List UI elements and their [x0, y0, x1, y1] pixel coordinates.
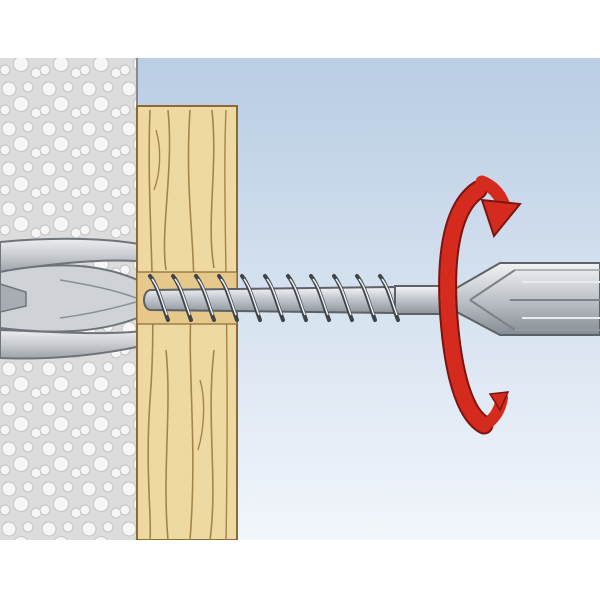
thread-highlight	[151, 278, 168, 316]
thread-highlight	[197, 278, 214, 316]
thread-highlight	[289, 278, 306, 316]
thread-highlight	[358, 278, 375, 316]
screw-threads	[148, 274, 400, 322]
thread-highlight	[266, 278, 283, 316]
wooden-plank	[136, 105, 238, 541]
plastic-wall-plug	[0, 237, 151, 360]
thread-highlight	[174, 278, 191, 316]
thread-highlight	[243, 278, 260, 316]
wood-screw	[143, 274, 454, 322]
thread-highlight	[335, 278, 352, 316]
thread-highlight	[312, 278, 329, 316]
thread-highlight	[381, 278, 398, 316]
clockwise-rotation-arrow-icon	[438, 175, 522, 435]
thread-highlight	[220, 278, 237, 316]
